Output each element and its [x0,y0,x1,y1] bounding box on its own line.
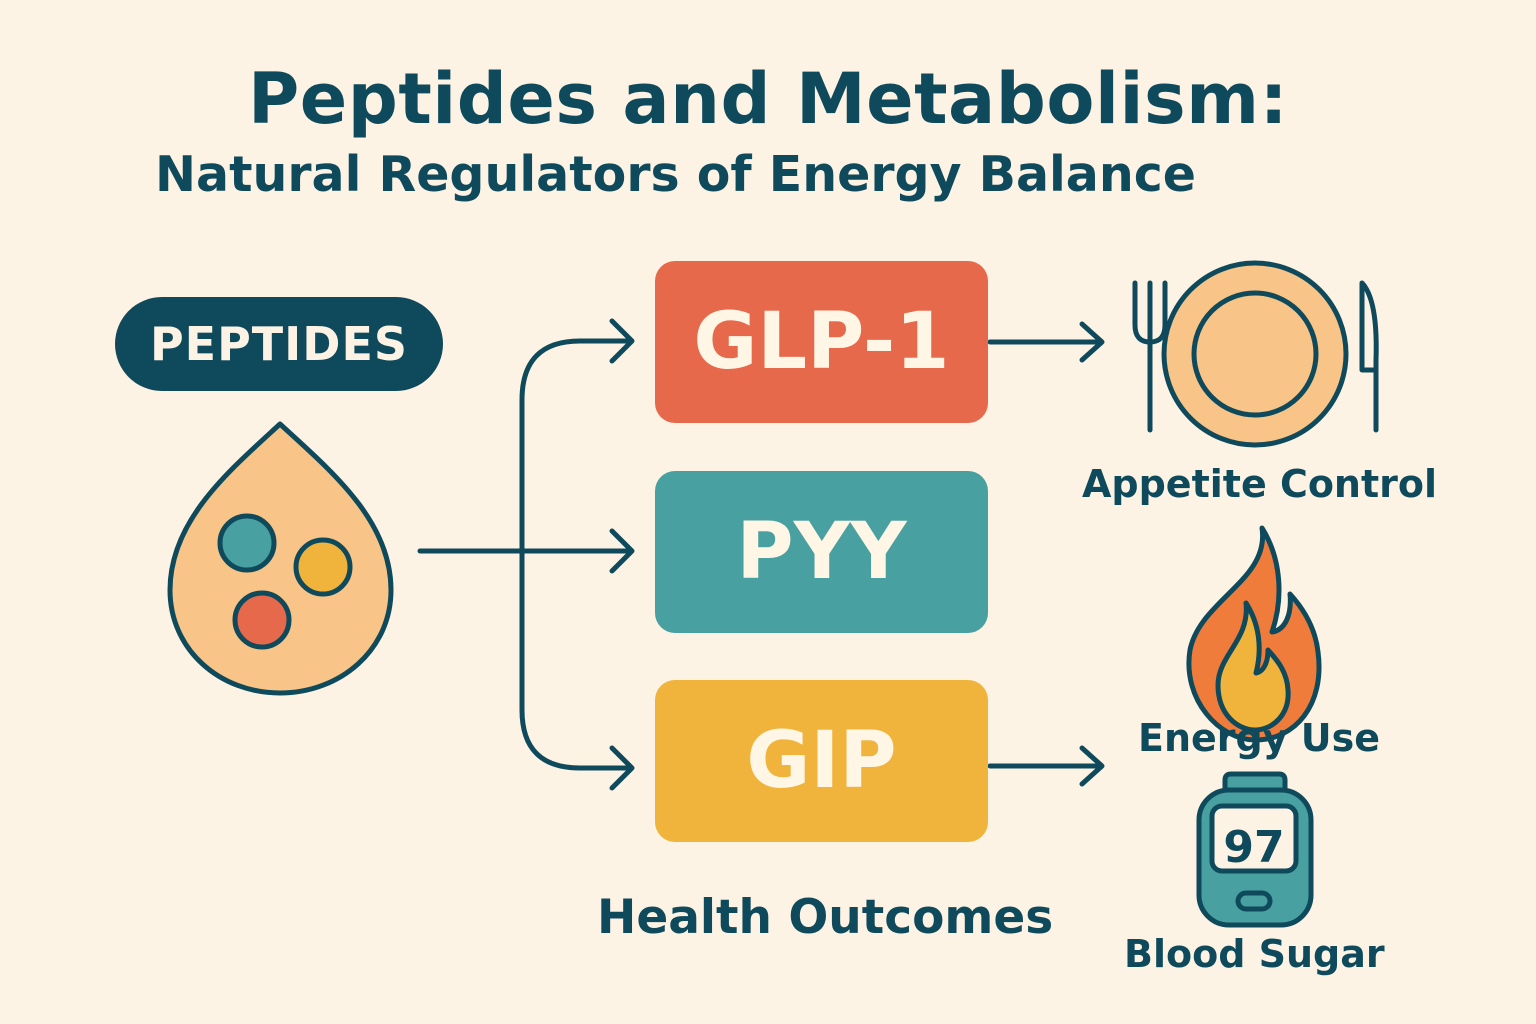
health-outcomes-label: Health Outcomes [597,890,1054,945]
branch-connector [519,338,633,771]
peptides-pill: PEPTIDES [115,297,443,391]
gip-box: GIP [655,680,988,842]
arrowhead-gip [609,745,635,791]
arrowhead-pyy [609,528,635,574]
arrowhead-outcomes [1079,745,1105,787]
flame-icon [1186,525,1322,743]
diagram-subtitle: Natural Regulators of Energy Balance [155,146,1197,203]
plate-cutlery-icon [1132,260,1379,448]
droplet-icon [167,421,394,696]
red-molecule [232,590,292,650]
energy-use-label: Energy Use [1138,716,1380,760]
glp1-box: GLP-1 [655,261,988,423]
glucose-reading: 97 [1223,822,1285,873]
pyy-box: PYY [655,471,988,633]
arrowhead-appetite [1079,321,1105,363]
arrowhead-glp1 [609,318,635,364]
yellow-molecule [293,537,353,597]
blood-sugar-label: Blood Sugar [1124,932,1385,976]
teal-molecule [217,513,277,573]
appetite-control-label: Appetite Control [1082,462,1438,506]
glucose-meter-icon [1196,771,1314,928]
diagram-title: Peptides and Metabolism: [247,58,1289,140]
